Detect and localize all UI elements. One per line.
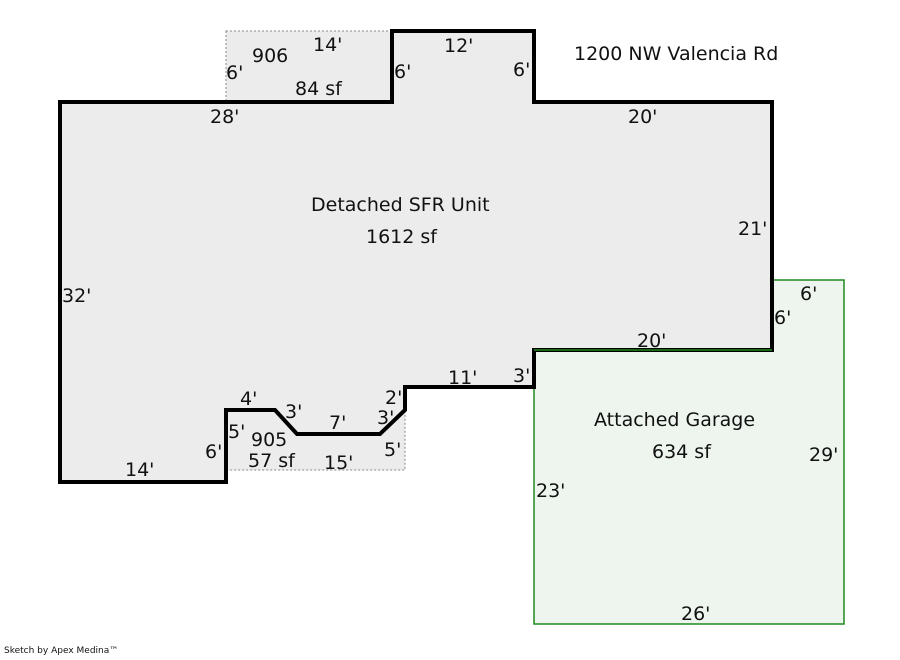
dim-label: 3' [513,365,530,387]
dim-label: 5' [384,439,401,461]
porch-905-area: 57 sf [248,450,296,472]
sketch-credit: Sketch by Apex Medina™ [4,646,119,656]
dim-label: 15' [324,452,353,474]
dim-label: 14' [125,459,154,481]
dim-label: 7' [329,412,346,434]
dim-label: 3' [377,407,394,429]
address-label: 1200 NW Valencia Rd [574,43,778,65]
dim-label: 21' [738,218,767,240]
dim-label: 5' [228,421,245,443]
dim-label: 32' [62,285,91,307]
dim-label: 23' [536,480,565,502]
porch-906-outline [225,30,393,103]
dim-label: 6' [226,62,243,84]
garage-area: 634 sf [652,441,712,463]
main-unit-outline [58,29,774,484]
dim-label: 6' [394,61,411,83]
dim-label: 6' [205,441,222,463]
dim-label: 29' [809,444,838,466]
dim-label: 20' [628,106,657,128]
dim-label: 2' [385,387,402,409]
main-unit-name: Detached SFR Unit [311,194,490,216]
dim-label: 3' [285,401,302,423]
dim-label: 20' [637,330,666,352]
porch-906-name: 906 [252,45,288,67]
dim-label: 6' [800,283,817,305]
dim-label: 26' [681,603,710,625]
dim-label: 4' [240,388,257,410]
porch-906-area: 84 sf [295,78,343,100]
garage-name: Attached Garage [594,409,755,431]
dim-label: 11' [448,367,477,389]
main-unit-area: 1612 sf [366,226,438,248]
dim-label: 6' [774,307,791,329]
dim-label: 28' [210,106,239,128]
dim-label: 6' [513,59,530,81]
porch-905-name: 905 [251,429,287,451]
dim-label: 12' [444,35,473,57]
dim-label: 14' [313,34,342,56]
